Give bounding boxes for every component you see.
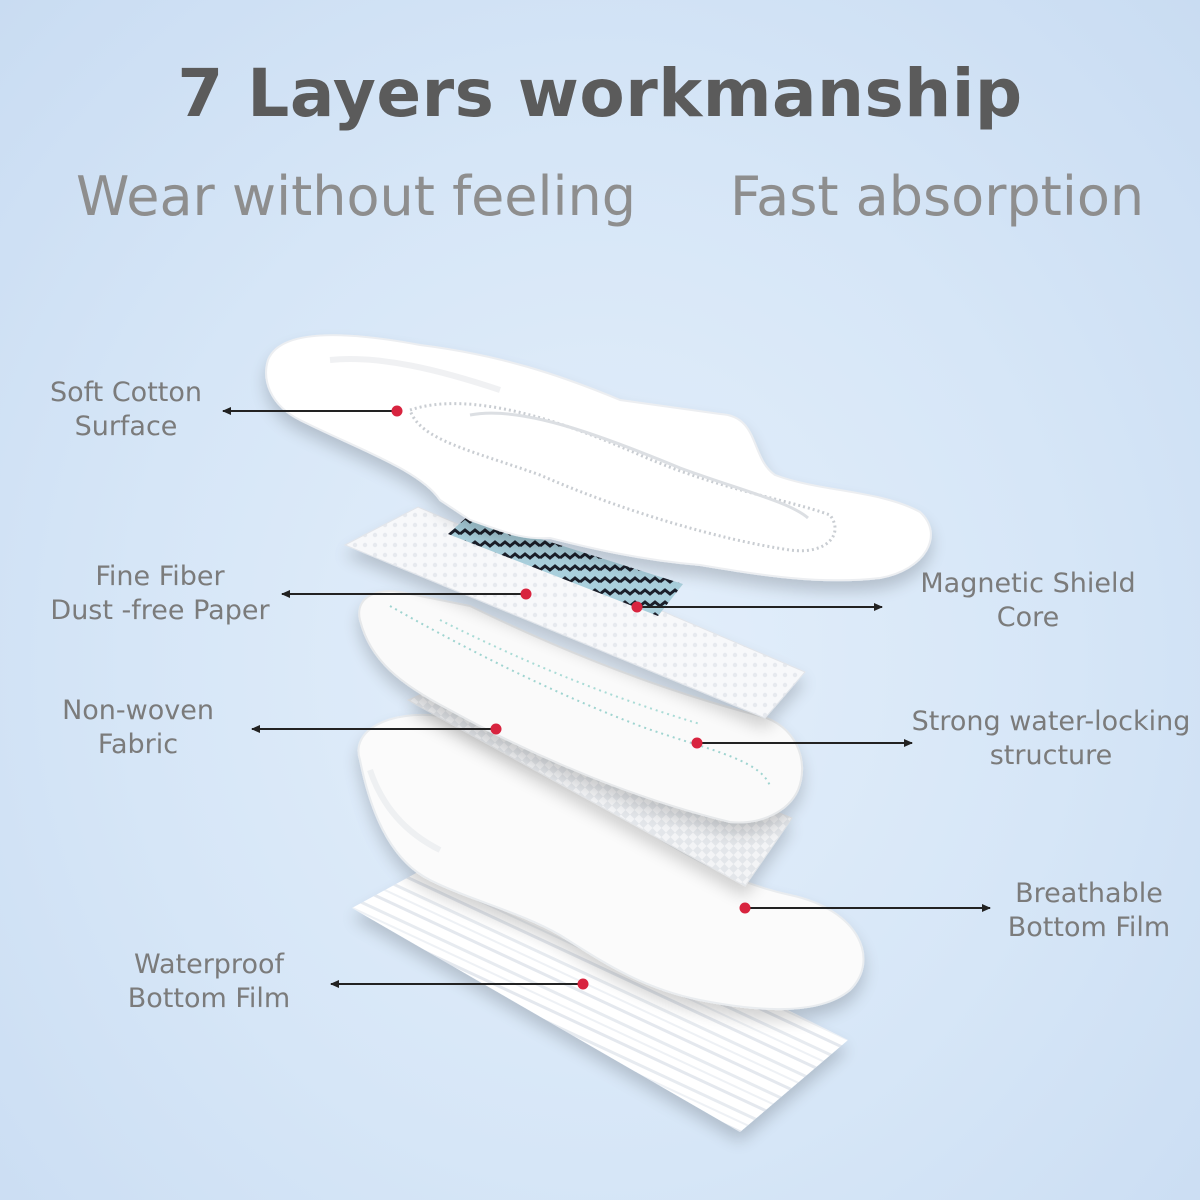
label-line-2: Surface (74, 411, 178, 442)
marker-dot (490, 723, 502, 735)
label-line-1: Breathable (1015, 878, 1163, 909)
marker-dot (520, 588, 532, 600)
label-line-2: Bottom Film (127, 983, 291, 1014)
marker-dot (577, 978, 589, 990)
label-line-1: Non-woven (62, 695, 214, 726)
label-soft-cotton-surface: Soft Cotton Surface (26, 376, 226, 444)
label-waterproof-bottom-film: Waterproof Bottom Film (104, 948, 314, 1016)
layer-soft-cotton-surface (265, 334, 932, 582)
label-line-2: Bottom Film (1007, 912, 1171, 943)
subtitle-wear-without-feeling: Wear without feeling (76, 165, 637, 228)
label-breathable-bottom-film: Breathable Bottom Film (994, 877, 1184, 945)
pointer-waterproof (330, 978, 589, 990)
marker-dot (739, 902, 751, 914)
marker-dot (631, 601, 643, 613)
label-line-1: Strong water-locking (911, 706, 1191, 737)
marker-dot (691, 737, 703, 749)
label-line-1: Soft Cotton (49, 377, 203, 408)
label-line-1: Fine Fiber (95, 561, 225, 592)
label-magnetic-shield-core: Magnetic Shield Core (900, 567, 1156, 635)
pointer-fine-fiber (281, 588, 532, 600)
pointer-soft-cotton (222, 405, 403, 417)
subtitle-fast-absorption: Fast absorption (730, 165, 1145, 228)
label-non-woven-fabric: Non-woven Fabric (38, 694, 238, 762)
label-line-2: Dust -free Paper (50, 595, 270, 626)
label-water-locking-structure: Strong water-locking structure (904, 705, 1198, 773)
page-title: 7 Layers workmanship (177, 55, 1023, 132)
layer-waterproof-bottom-film (352, 848, 848, 1132)
marker-dot (391, 405, 403, 417)
pointer-water-locking (691, 737, 913, 749)
layer-water-locking-structure (358, 590, 803, 824)
label-line-2: Core (996, 602, 1060, 633)
label-line-2: Fabric (97, 729, 179, 760)
pointer-magnetic-core (631, 601, 883, 613)
label-line-1: Magnetic Shield (920, 568, 1136, 599)
label-line-1: Waterproof (133, 949, 284, 980)
label-fine-fiber-paper: Fine Fiber Dust -free Paper (40, 560, 280, 628)
layer-fine-fiber-paper (343, 506, 806, 719)
pointer-non-woven (251, 723, 502, 735)
layer-magnetic-shield-core (448, 516, 683, 616)
label-line-2: structure (989, 740, 1113, 771)
pointer-breathable (739, 902, 991, 914)
